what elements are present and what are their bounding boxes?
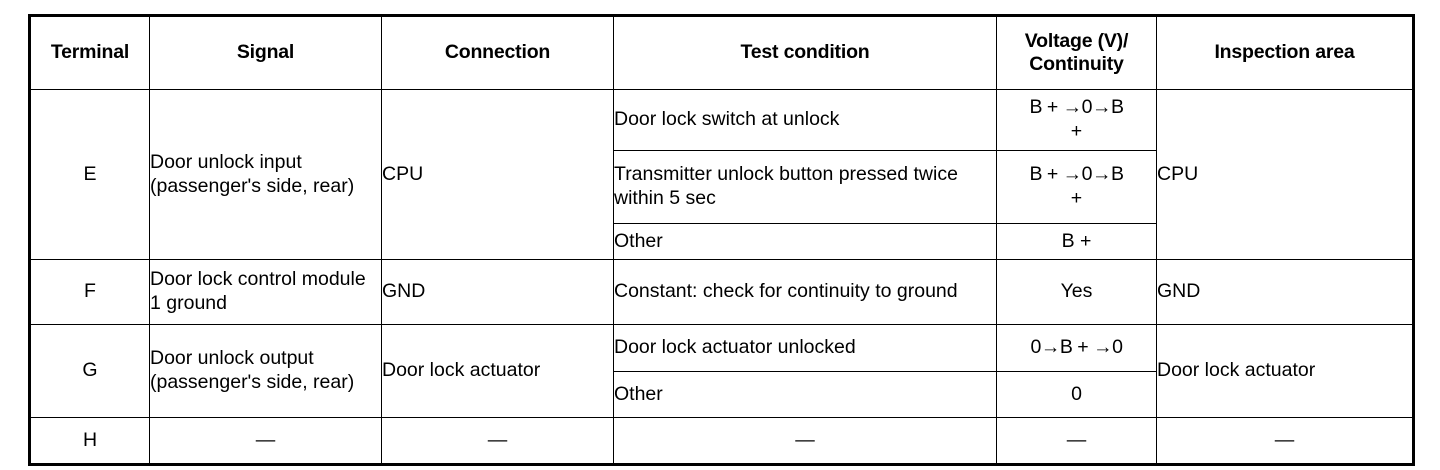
cell-signal: Door lock control module 1 ground xyxy=(149,259,382,325)
table-row: Other B + xyxy=(30,223,1414,260)
cell-connection: GND xyxy=(381,259,614,325)
cell-inspection-area: Door lock actuator xyxy=(1156,324,1414,418)
cell-signal: Door unlock output (passenger's side, re… xyxy=(149,324,382,418)
cell-inspection-area: — xyxy=(1156,417,1414,465)
table-header-row: Terminal Signal Connection Test conditio… xyxy=(29,15,1414,90)
cell-voltage-line1: B + →0→B xyxy=(1029,163,1124,186)
column-header-voltage-line1: Voltage (V)/ xyxy=(1024,29,1129,52)
cell-connection: Door lock actuator xyxy=(381,324,614,418)
cell-voltage-line1: Yes xyxy=(1060,280,1093,303)
table-row: Other 0 xyxy=(30,371,1414,418)
cell-voltage: B + →0→B + xyxy=(996,150,1157,224)
cell-voltage: — xyxy=(996,417,1157,465)
column-header-inspection-area: Inspection area xyxy=(1156,15,1414,90)
cell-voltage-line1: 0 xyxy=(1071,382,1082,405)
cell-terminal: F xyxy=(29,259,150,325)
column-header-connection: Connection xyxy=(381,15,614,90)
cell-test-condition: Other xyxy=(613,371,997,418)
cell-terminal: H xyxy=(29,417,150,465)
cell-signal: Door unlock input (passenger's side, rea… xyxy=(149,89,382,260)
cell-connection: CPU xyxy=(381,89,614,260)
cell-voltage: Yes xyxy=(996,259,1157,325)
cell-voltage-line1: 0→B + →0 xyxy=(1030,336,1123,359)
cell-voltage: B + →0→B + xyxy=(996,89,1157,151)
cell-voltage: B + xyxy=(996,223,1157,260)
table-row: E Door unlock input (passenger's side, r… xyxy=(29,89,1414,260)
table-body: E Door unlock input (passenger's side, r… xyxy=(29,89,1414,465)
cell-voltage-line1: B + →0→B xyxy=(1029,96,1124,119)
column-header-voltage-line2: Continuity xyxy=(1029,53,1124,75)
cell-voltage: 0 xyxy=(996,371,1157,418)
column-header-signal: Signal xyxy=(149,15,382,90)
terminal-inspection-table: Terminal Signal Connection Test conditio… xyxy=(28,14,1415,466)
cell-connection: — xyxy=(381,417,614,465)
cell-test-condition: Constant: check for continuity to ground xyxy=(613,259,997,325)
cell-test-condition: Other xyxy=(613,223,997,260)
cell-terminal: E xyxy=(29,89,150,260)
table-row: G Door unlock output (passenger's side, … xyxy=(29,324,1414,418)
cell-voltage-line2: + xyxy=(1070,120,1083,142)
cell-signal: — xyxy=(149,417,382,465)
cell-voltage: 0→B + →0 xyxy=(996,324,1157,372)
cell-test-condition: Transmitter unlock button pressed twice … xyxy=(613,150,997,224)
column-header-test-condition: Test condition xyxy=(613,15,997,90)
cell-inspection-area: CPU xyxy=(1156,89,1414,260)
cell-test-condition: Door lock switch at unlock xyxy=(613,89,997,151)
cell-inspection-area: GND xyxy=(1156,259,1414,325)
column-header-terminal: Terminal xyxy=(29,15,150,90)
cell-test-condition: — xyxy=(613,417,997,465)
table-row: Transmitter unlock button pressed twice … xyxy=(30,150,1414,224)
cell-terminal: G xyxy=(29,324,150,418)
cell-test-condition: Door lock actuator unlocked xyxy=(613,324,997,372)
cell-voltage-line1: B + xyxy=(1061,229,1092,252)
table-row: F Door lock control module 1 ground GND … xyxy=(29,259,1414,325)
table-row: H — — — — — xyxy=(29,417,1414,465)
column-header-voltage-continuity: Voltage (V)/ Continuity xyxy=(996,15,1157,90)
cell-voltage-line2: + xyxy=(1070,187,1083,209)
